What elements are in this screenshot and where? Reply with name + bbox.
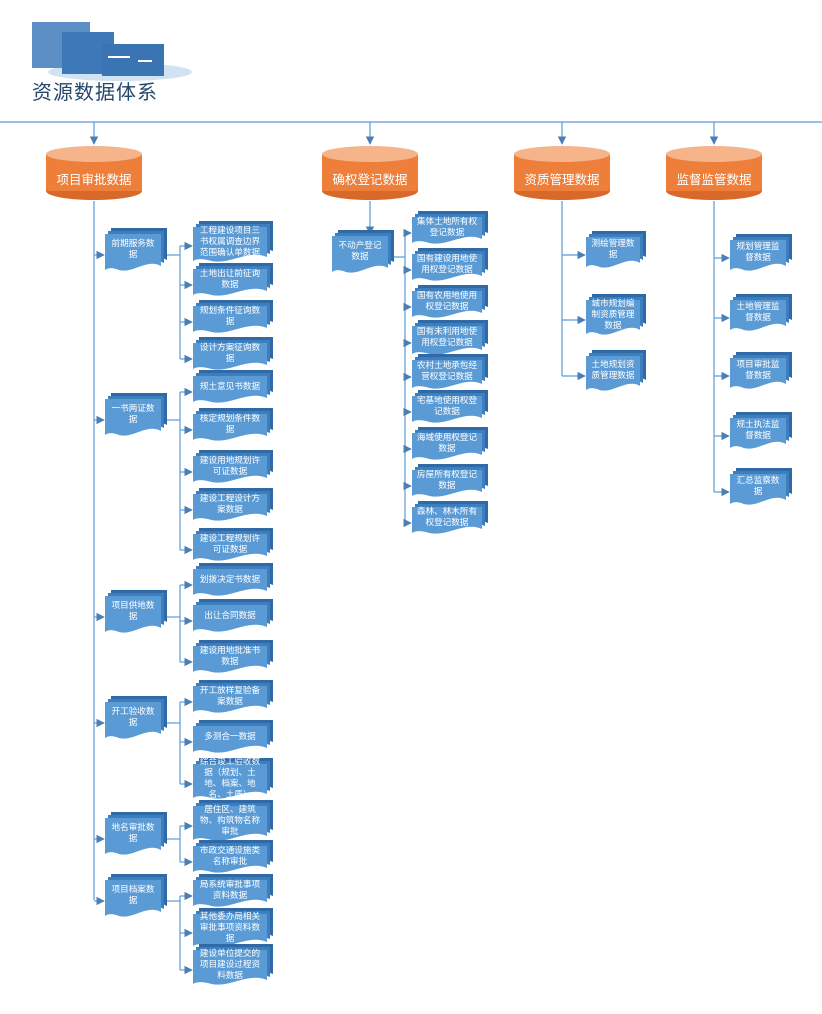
header-dcjg: 监督监管数据 [664,145,764,201]
group-xmgd-label: 项目供地数据 [111,601,155,622]
leaf-qqdj-1: 国有建设用地使用权登记数据 [412,248,488,286]
leaf-xmsp-5-1: 其他委办局相关审批事项资料数据 [193,908,273,952]
leaf-xmsp-1-2: 建设用地规划许可证数据 [193,450,273,488]
leaf-qqdj-3: 国有未利用地使用权登记数据 [412,320,488,360]
leaf-xmsp-5-0-label: 局系统审批事项资料数据 [199,880,261,901]
header-zzgl-label: 资质管理数据 [524,171,600,187]
leaf-dcjg-2: 项目审批监督数据 [730,352,792,394]
header-xmsp: 项目审批数据 [44,145,144,201]
leaf-xmsp-2-0-label: 划拨决定书数据 [199,574,261,585]
group-kgys: 开工验收数据 [105,696,167,744]
header-qqdj-label: 确权登记数据 [332,171,408,187]
header-dcjg-label: 监督监管数据 [676,171,752,187]
leaf-qqdj-6-label: 海域使用权登记数据 [416,433,478,454]
leaf-qqdj-2: 国有农用地使用权登记数据 [412,285,488,323]
leaf-xmsp-0-0: 工程建设项目三书权属调查边界范围确认单数据 [193,221,273,267]
leaf-dcjg-2-label: 项目审批监督数据 [736,360,780,381]
leaf-xmsp-0-0-label: 工程建设项目三书权属调查边界范围确认单数据 [199,225,261,258]
leaf-xmsp-1-0: 规土意见书数据 [193,370,273,408]
leaf-dcjg-3: 规土执法监督数据 [730,412,792,454]
leaf-qqdj-5-label: 宅基地使用权登记数据 [416,396,478,417]
header-qqdj: 确权登记数据 [320,145,420,201]
leaf-xmsp-2-1: 出让合同数据 [193,599,273,637]
leaf-xmsp-2-2: 建设用地批准书数据 [193,640,273,678]
leaf-qqdj-6: 海域使用权登记数据 [412,427,488,465]
leaf-zzgl-2-label: 土地规划资质管理数据 [591,360,635,381]
leaf-xmsp-3-1: 多测合一数据 [193,720,273,758]
group-kgys-label: 开工验收数据 [111,707,155,728]
leaf-xmsp-1-4-label: 建设工程规划许可证数据 [199,534,261,555]
leaf-xmsp-0-2-label: 规划条件征询数据 [199,306,261,327]
leaf-xmsp-1-1: 核定规划条件数据 [193,408,273,446]
leaf-zzgl-2: 土地规划资质管理数据 [586,350,646,396]
leaf-xmsp-1-3: 建设工程设计方案数据 [193,488,273,526]
group-xmda: 项目档案数据 [105,874,167,922]
leaf-qqdj-7-label: 房屋所有权登记数据 [416,470,478,491]
leaf-xmsp-4-1: 市政交通设施类名称审批 [193,840,273,878]
leaf-qqdj-8: 森林、林木所有权登记数据 [412,501,488,539]
leaf-xmsp-1-0-label: 规土意见书数据 [199,381,261,392]
leaf-xmsp-1-3-label: 建设工程设计方案数据 [199,494,261,515]
page-title: 资源数据体系 [32,80,158,104]
group-xmgd: 项目供地数据 [105,590,167,638]
leaf-xmsp-1-4: 建设工程规划许可证数据 [193,528,273,566]
group-bdcdj: 不动产登记数据 [332,230,394,278]
leaf-xmsp-3-0: 开工放样复验备案数据 [193,680,273,718]
leaf-xmsp-4-0: 居住区、建筑物、构筑物名称审批 [193,800,273,846]
leaf-dcjg-3-label: 规土执法监督数据 [736,420,780,441]
group-xmda-label: 项目档案数据 [111,885,155,906]
leaf-xmsp-5-1-label: 其他委办局相关审批事项资料数据 [199,911,261,944]
group-ysltz: 一书两证数据 [105,393,167,441]
logo-graphic [32,22,192,81]
leaf-qqdj-1-label: 国有建设用地使用权登记数据 [416,254,478,275]
leaf-qqdj-2-label: 国有农用地使用权登记数据 [416,291,478,312]
leaf-dcjg-4: 汇总监察数据 [730,468,792,510]
leaf-xmsp-1-1-label: 核定规划条件数据 [199,414,261,435]
leaf-xmsp-5-2: 建设单位提交的项目建设过程资料数据 [193,944,273,990]
leaf-dcjg-0: 规划管理监督数据 [730,234,792,276]
leaf-xmsp-2-1-label: 出让合同数据 [204,610,256,621]
leaf-xmsp-0-2: 规划条件征询数据 [193,300,273,338]
header-zzgl: 资质管理数据 [512,145,612,201]
leaf-xmsp-4-1-label: 市政交通设施类名称审批 [199,846,261,867]
leaf-xmsp-3-2-label: 综合竣工验收数据（规划、土地、档案、地名、土质） [200,757,260,800]
leaf-xmsp-0-3-label: 设计方案征询数据 [199,343,261,364]
leaf-xmsp-0-3: 设计方案征询数据 [193,337,273,375]
leaf-dcjg-0-label: 规划管理监督数据 [736,242,780,263]
leaf-qqdj-3-label: 国有未利用地使用权登记数据 [416,327,478,348]
leaf-xmsp-3-1-label: 多测合一数据 [204,731,256,742]
leaf-xmsp-3-2: 综合竣工验收数据（规划、土地、档案、地名、土质） [193,757,273,804]
group-bdcdj-label: 不动产登记数据 [338,241,382,262]
leaf-qqdj-4-label: 农村土地承包经营权登记数据 [416,361,478,382]
leaf-qqdj-4: 农村土地承包经营权登记数据 [412,354,488,394]
group-dmsp: 地名审批数据 [105,812,167,860]
header-xmsp-label: 项目审批数据 [56,171,132,187]
leaf-xmsp-5-2-label: 建设单位提交的项目建设过程资料数据 [199,948,261,981]
leaf-dcjg-1-label: 土地管理监督数据 [736,302,780,323]
leaf-zzgl-0: 测绘管理数据 [586,231,646,273]
leaf-xmsp-3-0-label: 开工放样复验备案数据 [199,686,261,707]
leaf-zzgl-0-label: 测绘管理数据 [591,239,635,260]
leaf-xmsp-0-1-label: 土地出让前征询数据 [199,269,261,290]
leaf-xmsp-4-0-label: 居住区、建筑物、构筑物名称审批 [199,804,261,837]
leaf-zzgl-1: 城市规划编制资质管理数据 [586,294,646,340]
group-ysltz-label: 一书两证数据 [111,404,155,425]
group-qqfw: 前期服务数据 [105,228,167,276]
leaf-dcjg-4-label: 汇总监察数据 [736,476,780,497]
leaf-xmsp-2-2-label: 建设用地批准书数据 [199,646,261,667]
leaf-xmsp-5-0: 局系统审批事项资料数据 [193,874,273,912]
leaf-xmsp-0-1: 土地出让前征询数据 [193,263,273,301]
leaf-dcjg-1: 土地管理监督数据 [730,294,792,336]
leaf-xmsp-2-0: 划拨决定书数据 [193,563,273,601]
leaf-zzgl-1-label: 城市规划编制资质管理数据 [591,298,635,331]
leaf-qqdj-5: 宅基地使用权登记数据 [412,390,488,428]
leaf-qqdj-8-label: 森林、林木所有权登记数据 [416,507,478,528]
leaf-qqdj-7: 房屋所有权登记数据 [412,464,488,502]
group-qqfw-label: 前期服务数据 [111,239,155,260]
leaf-qqdj-0: 集体土地所有权登记数据 [412,211,488,249]
leaf-xmsp-1-2-label: 建设用地规划许可证数据 [199,456,261,477]
leaf-qqdj-0-label: 集体土地所有权登记数据 [416,217,478,238]
group-dmsp-label: 地名审批数据 [111,823,155,844]
